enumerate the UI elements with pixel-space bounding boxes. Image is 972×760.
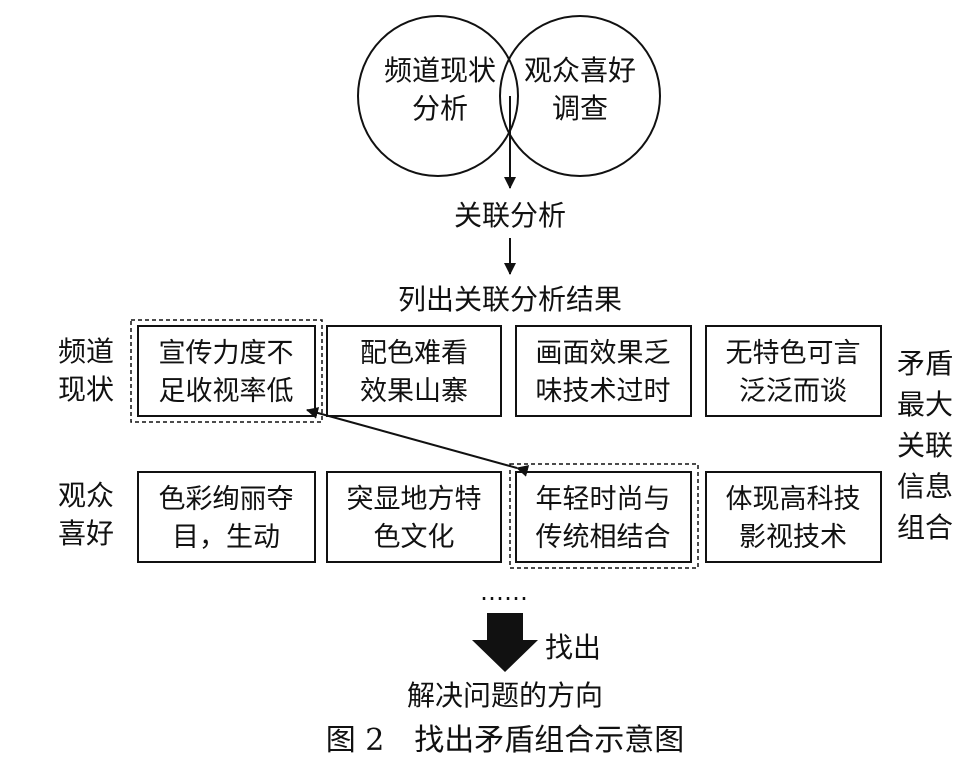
- audience-box-1-line-2: 目，生动: [172, 522, 280, 553]
- audience-box-4-line-1: 体现高科技: [726, 484, 861, 515]
- channel-box-3-line-1: 画面效果乏: [536, 338, 671, 369]
- audience-box-3-dashed: [509, 463, 699, 569]
- audience-box-4-line-2: 影视技术: [739, 522, 847, 553]
- side-note-line-5: 组合: [897, 511, 953, 544]
- channel-box-3-line-2: 味技术过时: [536, 376, 671, 407]
- results-label: 列出关联分析结果: [398, 283, 622, 316]
- audience-box-3-line-2: 传统相结合: [536, 522, 671, 553]
- audience-pref-label-2: 喜好: [58, 517, 114, 550]
- audience-box-4: [705, 471, 882, 563]
- right-circle-line-2: 调查: [552, 92, 608, 125]
- solution-direction-label: 解决问题的方向: [407, 679, 603, 712]
- channel-box-1-dashed: [130, 319, 323, 423]
- figure-caption: 图 2 找出矛盾组合示意图: [326, 723, 685, 758]
- ellipsis: ……: [480, 578, 528, 606]
- side-note-line-4: 信息: [897, 470, 953, 503]
- channel-box-1-line-2: 足收视率低: [159, 376, 294, 407]
- big-down-arrow-icon: [472, 613, 538, 672]
- channel-box-3: [515, 325, 692, 417]
- channel-status-label-1: 频道: [58, 335, 114, 368]
- audience-box-1-line-1: 色彩绚丽夺: [159, 484, 294, 515]
- side-note-line-3: 关联: [897, 429, 953, 462]
- side-note-line-2: 最大: [897, 388, 953, 421]
- audience-box-3-line-1: 年轻时尚与: [536, 484, 671, 515]
- side-note-line-1: 矛盾: [897, 347, 953, 380]
- audience-pref-label-1: 观众: [58, 479, 114, 512]
- channel-box-2-line-2: 效果山寨: [360, 376, 468, 407]
- contradiction-link-arrow: [306, 407, 530, 477]
- audience-box-2-line-2: 色文化: [374, 522, 455, 553]
- channel-box-4-line-1: 无特色可言: [726, 338, 861, 369]
- channel-status-label-2: 现状: [58, 373, 114, 406]
- left-circle-line-2: 分析: [412, 92, 468, 125]
- channel-status-circle: [357, 15, 519, 177]
- left-circle-line-1: 频道现状: [384, 54, 496, 87]
- channel-box-1: [137, 325, 316, 417]
- audience-box-3: [515, 471, 692, 563]
- audience-box-2-line-1: 突显地方特: [347, 484, 482, 515]
- association-analysis-label: 关联分析: [454, 199, 566, 232]
- right-circle-line-1: 观众喜好: [524, 54, 636, 87]
- channel-box-2-line-1: 配色难看: [360, 338, 468, 369]
- audience-box-1: [137, 471, 316, 563]
- find-label: 找出: [545, 631, 601, 664]
- channel-box-4-line-2: 泛泛而谈: [739, 376, 847, 407]
- channel-box-4: [705, 325, 882, 417]
- audience-preference-circle: [499, 15, 661, 177]
- channel-box-1-line-1: 宣传力度不: [159, 338, 294, 369]
